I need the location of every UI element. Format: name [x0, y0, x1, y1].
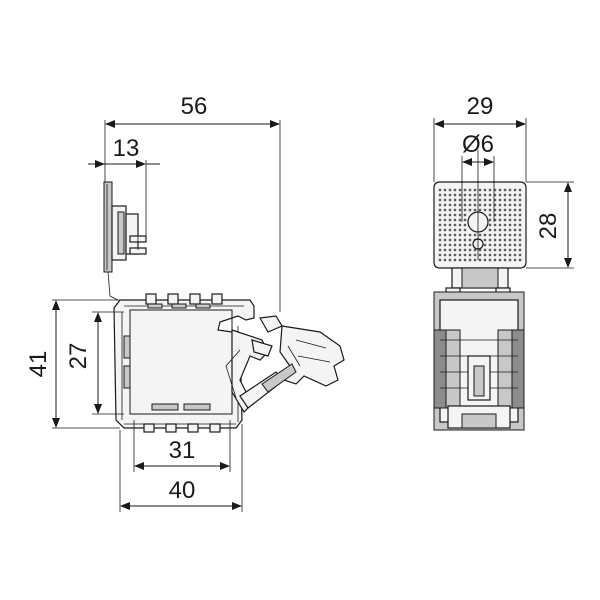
latch-arm [225, 315, 345, 413]
dim-plate-height: 28 [526, 181, 574, 269]
dim-label-base-width: 40 [169, 477, 196, 504]
dim-overall-width: 56 [104, 93, 281, 312]
dim-label-plate-offset: 13 [113, 135, 140, 162]
dim-inner-width: 31 [133, 420, 231, 472]
dim-inner-height: 27 [65, 311, 124, 415]
dim-label-plate-height: 28 [535, 213, 562, 240]
dim-label-overall-height: 41 [25, 351, 52, 378]
dim-hole-diameter: Ø6 [461, 131, 495, 222]
clamp-frame [113, 293, 255, 433]
front-view: 56 13 41 27 31 [25, 93, 345, 512]
dim-label-hole-diameter: Ø6 [462, 131, 494, 158]
perforated-plate [433, 150, 527, 269]
dim-overall-height: 41 [25, 299, 120, 429]
dim-label-inner-height: 27 [65, 343, 92, 370]
dim-label-side-width: 29 [467, 93, 494, 120]
dim-base-width: 40 [119, 424, 243, 512]
clamp-body-side [433, 291, 525, 431]
dim-side-width: 29 [433, 93, 527, 182]
mounting-plate [103, 181, 147, 301]
dim-plate-offset: 13 [88, 135, 160, 236]
side-view: 29 Ø6 28 [433, 93, 574, 431]
dim-label-inner-width: 31 [169, 437, 196, 464]
dim-label-overall-width: 56 [181, 93, 208, 120]
